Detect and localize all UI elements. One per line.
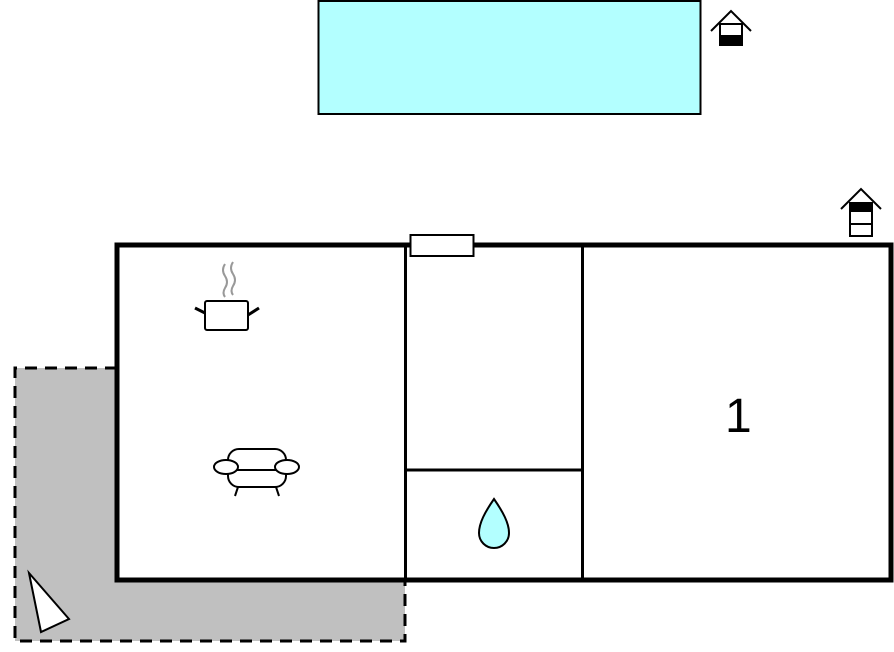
window-icon [409,234,475,257]
compass-north-icon [27,569,71,634]
house-level-icon-top [710,9,752,46]
room-label-bedroom-1: 1 [725,390,752,443]
pool-area [317,0,702,115]
sofa-icon [213,448,300,497]
water-drop-icon [477,497,511,549]
terrace-area [13,366,407,643]
house-level-icon-side [840,187,882,237]
kitchen-pot-icon [194,261,260,331]
